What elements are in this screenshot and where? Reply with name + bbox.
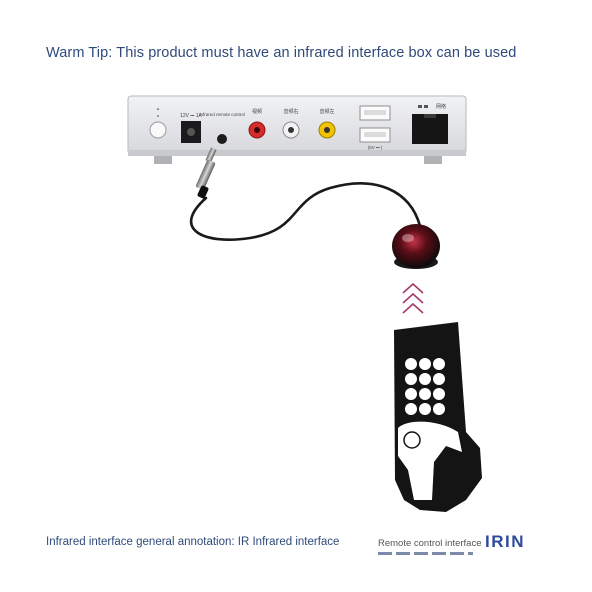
- remote-buttons: [405, 358, 445, 415]
- svg-text:▲: ▲: [156, 106, 160, 111]
- usb-label: (5V ⎓ ): [368, 145, 383, 150]
- dc-power-jack: 12V ⎓ 1A: [180, 113, 203, 143]
- rca-video-port: 视频: [248, 108, 266, 139]
- remote-control: [394, 322, 482, 512]
- audio-left-label: 音频左: [319, 108, 334, 115]
- ir-port: Infrared remote control: [199, 112, 245, 144]
- svg-text:●: ●: [157, 113, 160, 118]
- audio-right-label: 音频右: [283, 108, 298, 115]
- power-label: 12V ⎓ 1A: [180, 113, 202, 119]
- ir-label: Infrared remote control: [199, 112, 245, 117]
- video-label: 视频: [252, 108, 262, 115]
- chevron-up-icon: [402, 282, 424, 314]
- ethernet-icon: [418, 105, 428, 108]
- brand-label: IRIN: [485, 532, 525, 551]
- ethernet-port: 网络: [412, 103, 448, 144]
- warm-tip-text: Warm Tip: This product must have an infr…: [46, 45, 517, 61]
- power-button-icon: ▲ ●: [149, 106, 167, 139]
- rca-audio-right-port: 音频右: [282, 108, 300, 139]
- rca-audio-left-port: 音频左: [318, 108, 336, 139]
- usb-ports: (5V ⎓ ): [359, 105, 391, 150]
- interface-box: ▲ ● 12V ⎓ 1A Infrared remote control 视频 …: [127, 95, 467, 164]
- net-label: 网络: [436, 103, 446, 110]
- ir-cable: [190, 147, 422, 241]
- ir-receiver-eye: [392, 224, 440, 269]
- interface-annotation: Infrared interface general annotation: I…: [46, 536, 340, 548]
- remote-control-label: Remote control interface: [378, 538, 482, 549]
- label-underline: [378, 552, 473, 555]
